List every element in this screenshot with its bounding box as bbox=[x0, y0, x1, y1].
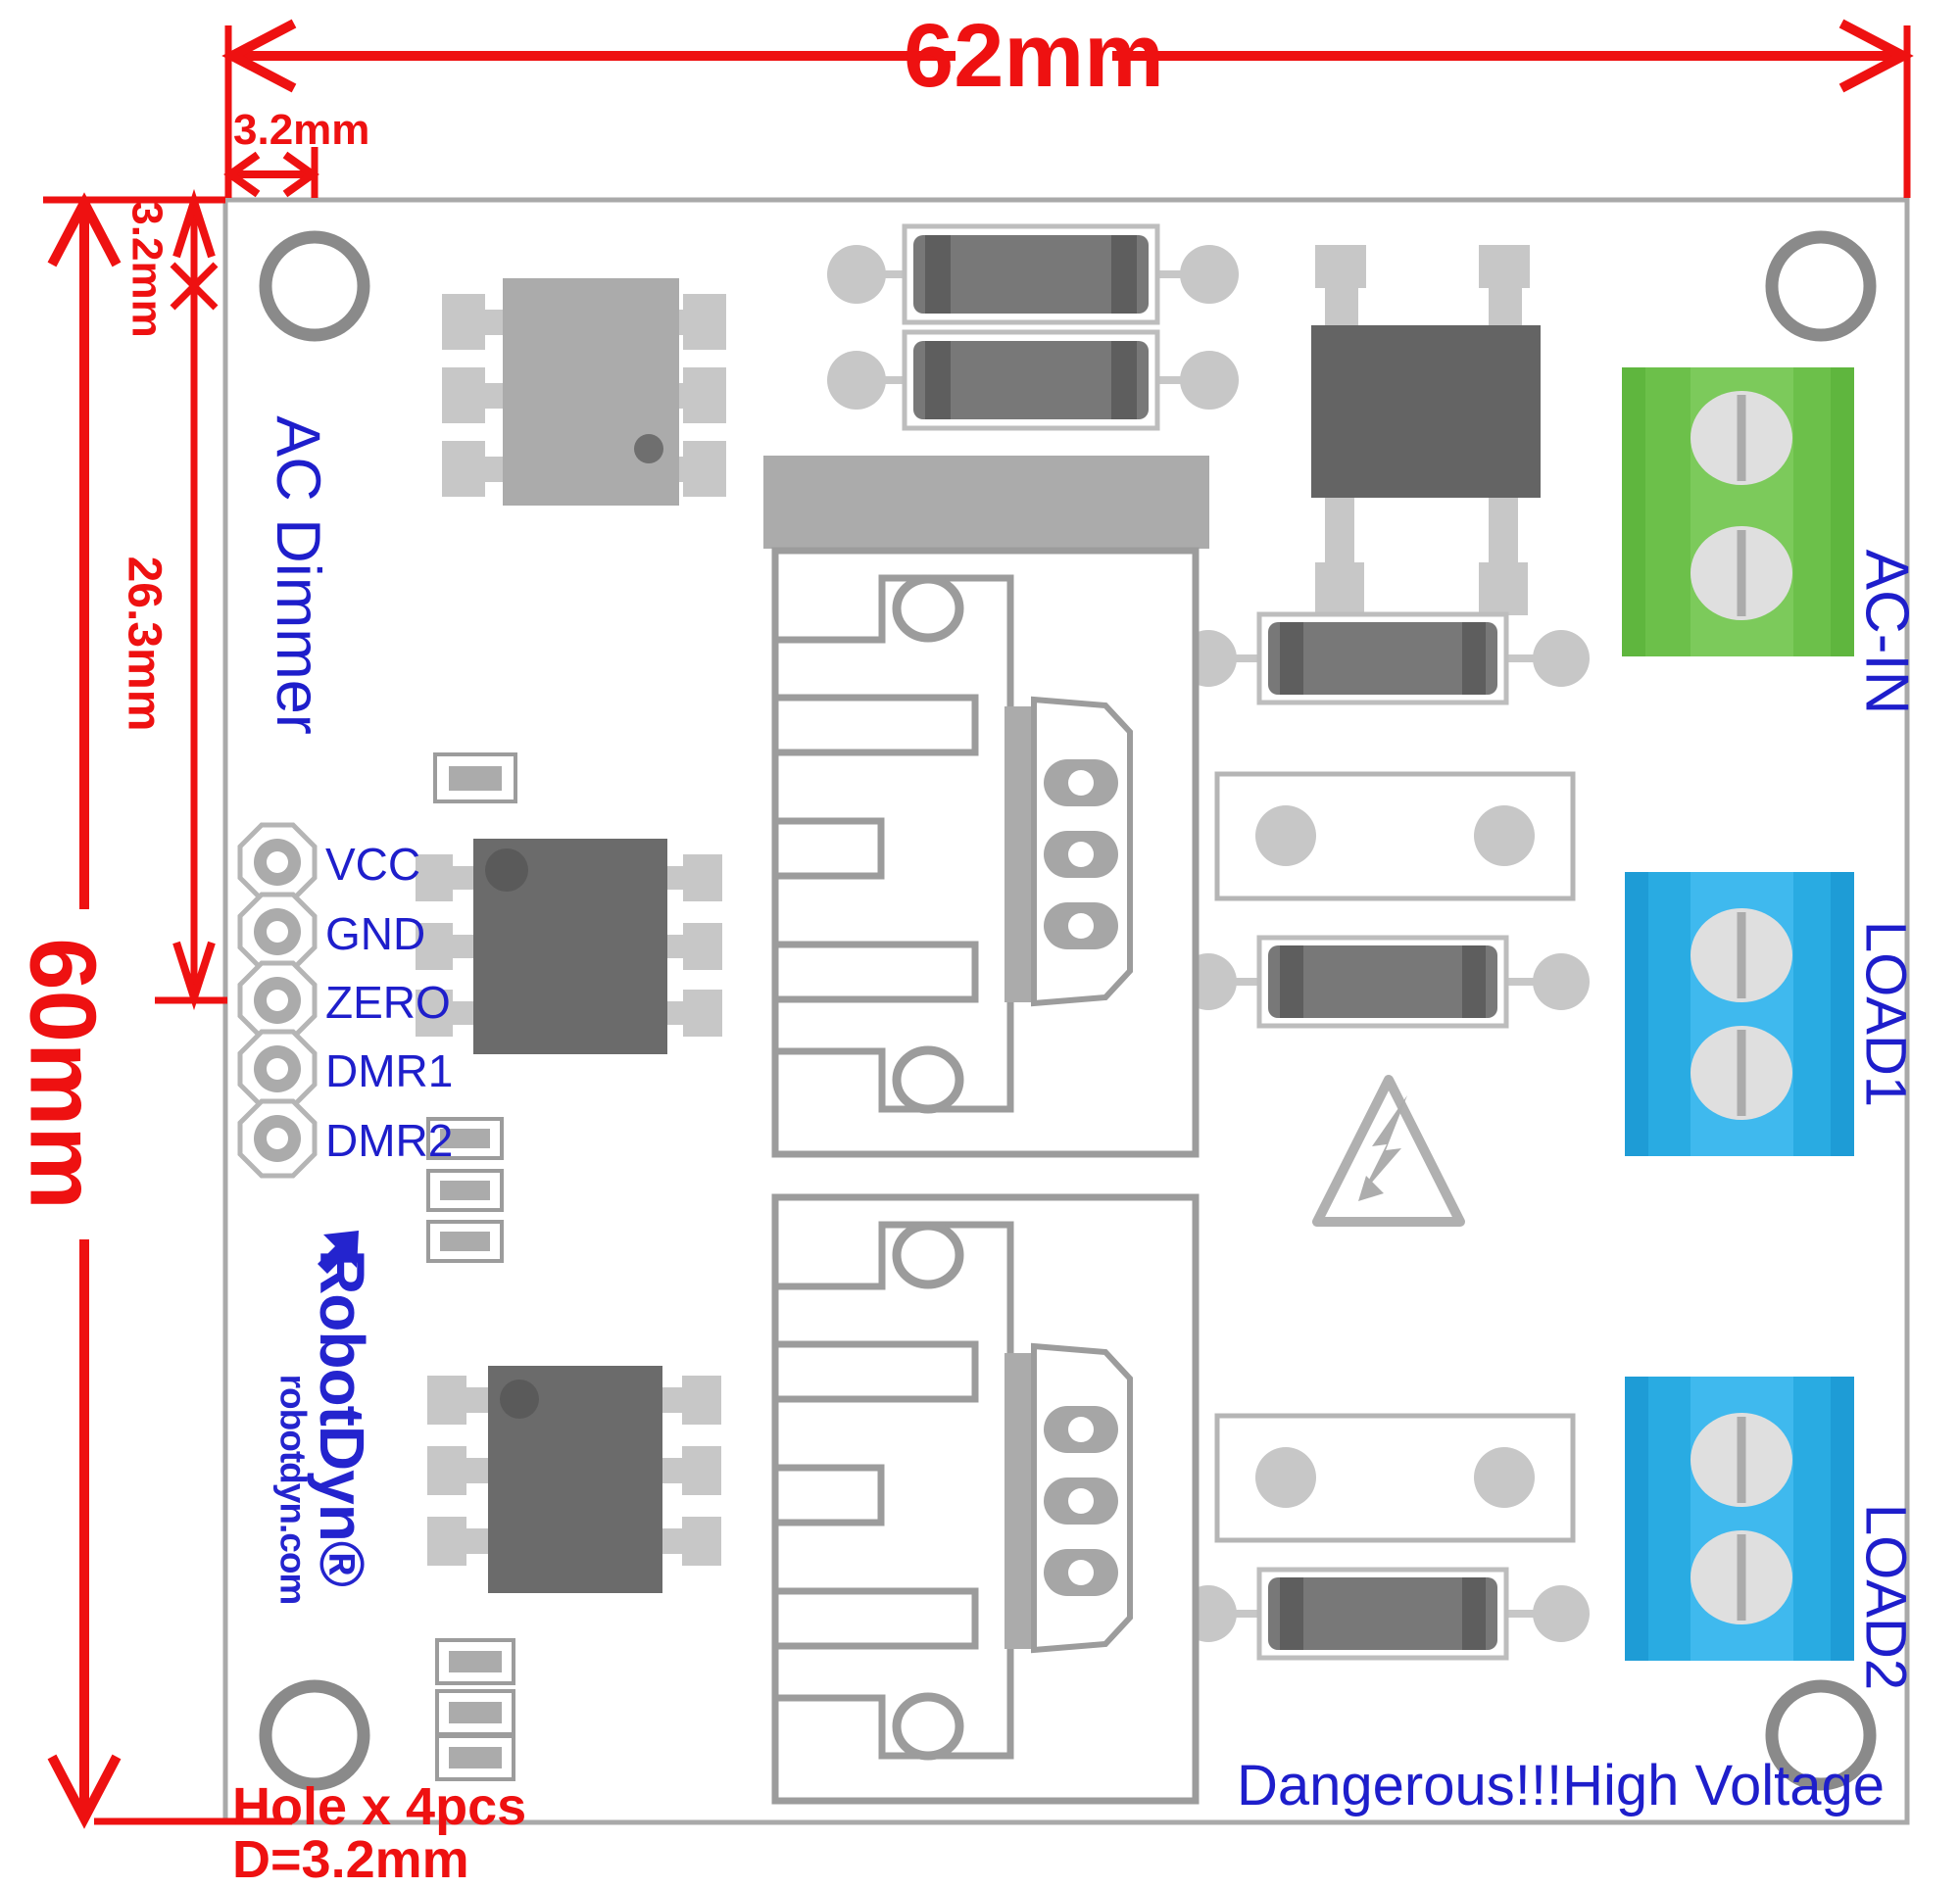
high-voltage-warning-text: Dangerous!!!High Voltage bbox=[1237, 1754, 1885, 1817]
pin-header: VCC GND ZERO DMR1 DMR2 bbox=[237, 822, 453, 1179]
snubber-capacitor-2 bbox=[1214, 1413, 1576, 1543]
axial-resistor-right-1 bbox=[1180, 611, 1590, 705]
pcb-board: VCC GND ZERO DMR1 DMR2 AC Dimmer RobotDy… bbox=[222, 197, 1921, 1825]
pin-pad-dmr1 bbox=[237, 1029, 318, 1109]
hole-note-line1: Hole x 4pcs bbox=[232, 1777, 526, 1836]
dimension-60mm-label: 60mm bbox=[11, 938, 116, 1210]
robotdyn-logo: RobotDyn® robotdyn.com bbox=[273, 1231, 377, 1605]
triac-channel2 bbox=[1004, 1342, 1133, 1654]
terminal-label-load2: LOAD2 bbox=[1854, 1504, 1918, 1690]
arrowhead-left-icon bbox=[221, 19, 297, 93]
mounting-hole-bottom-left bbox=[259, 1679, 370, 1791]
logo-arrow-icon bbox=[318, 1231, 359, 1274]
pin-pad-gnd bbox=[237, 892, 318, 972]
ic-body bbox=[503, 278, 679, 506]
heatsink-screw-hole bbox=[892, 574, 964, 643]
dimension-62mm-label: 62mm bbox=[904, 6, 1164, 106]
terminal-load2 bbox=[1625, 1377, 1854, 1661]
pin-label-dmr2: DMR2 bbox=[325, 1115, 453, 1166]
dimension-62mm: 62mm bbox=[221, 6, 1914, 198]
high-voltage-warning-icon bbox=[1312, 1075, 1465, 1227]
pin-label-zero: ZERO bbox=[325, 977, 451, 1028]
dimension-60mm: 60mm bbox=[11, 192, 292, 1829]
arrowhead-down-icon bbox=[47, 1754, 122, 1829]
dimension-26-3mm-label: 26.3mm bbox=[119, 557, 171, 732]
pin-pad-vcc bbox=[237, 822, 318, 902]
heatsink-screw-hole bbox=[892, 1692, 964, 1761]
terminal-load1 bbox=[1625, 872, 1854, 1156]
pin1-dot-icon bbox=[485, 848, 528, 892]
arrowhead-right-icon bbox=[1838, 19, 1914, 93]
smd-resistor-stack-bottom bbox=[435, 1638, 515, 1781]
terminal-ac-in bbox=[1622, 367, 1854, 656]
dimension-3-2mm-vertical: 3.2mm bbox=[123, 188, 219, 338]
pin-pad-dmr2 bbox=[237, 1098, 318, 1179]
dimension-26-3mm: 26.3mm bbox=[119, 286, 227, 1011]
heatsink-screw-hole bbox=[892, 1045, 964, 1114]
mounting-hole-top-left bbox=[259, 230, 370, 342]
axial-resistor-right-2 bbox=[1180, 935, 1590, 1029]
snubber-capacitor-1 bbox=[1214, 771, 1576, 901]
pin-label-gnd: GND bbox=[325, 908, 425, 959]
mounting-hole-top-right bbox=[1765, 230, 1877, 342]
mounting-hole-bottom-right bbox=[1765, 1679, 1877, 1791]
terminal-label-ac-in: AC-IN bbox=[1853, 550, 1921, 715]
pin1-dot-icon bbox=[500, 1380, 539, 1419]
ic-chip-bottom-left bbox=[427, 1366, 721, 1593]
silkscreen-title: AC Dimmer bbox=[264, 415, 332, 735]
pin-pad-zero bbox=[237, 960, 318, 1041]
hole-note: Hole x 4pcs D=3.2mm bbox=[232, 1777, 526, 1889]
logo-text: RobotDyn® bbox=[307, 1249, 377, 1587]
arrowhead-left-icon bbox=[223, 151, 261, 198]
dimension-3-2mm-horizontal: 3.2mm bbox=[223, 106, 369, 198]
ic-body bbox=[1311, 325, 1541, 498]
hole-note-line2: D=3.2mm bbox=[232, 1830, 469, 1889]
dimension-3-2mm-v-label: 3.2mm bbox=[123, 201, 172, 337]
logo-site-text: robotdyn.com bbox=[273, 1375, 314, 1605]
heatsink-screw-hole bbox=[892, 1221, 964, 1289]
heatsink-bar bbox=[763, 456, 1209, 549]
bridge-rectifier-chip bbox=[1311, 245, 1541, 615]
terminal-label-load1: LOAD1 bbox=[1854, 921, 1918, 1107]
dimension-3-2mm-h-label: 3.2mm bbox=[233, 106, 369, 154]
pin-label-vcc: VCC bbox=[325, 839, 420, 890]
ic-chip-top-left bbox=[442, 278, 726, 506]
ic-chip-middle-left bbox=[416, 839, 722, 1054]
arrowhead-up-icon bbox=[47, 192, 122, 267]
axial-resistor-top-1 bbox=[827, 223, 1239, 325]
axial-resistor-top-2 bbox=[827, 329, 1239, 431]
pin-label-dmr1: DMR1 bbox=[325, 1045, 453, 1096]
smd-resistor-1 bbox=[433, 752, 517, 803]
triac-channel1 bbox=[1004, 696, 1133, 1007]
smd-resistor-stack-middle bbox=[426, 1117, 504, 1263]
pin1-dot-icon bbox=[634, 434, 663, 463]
